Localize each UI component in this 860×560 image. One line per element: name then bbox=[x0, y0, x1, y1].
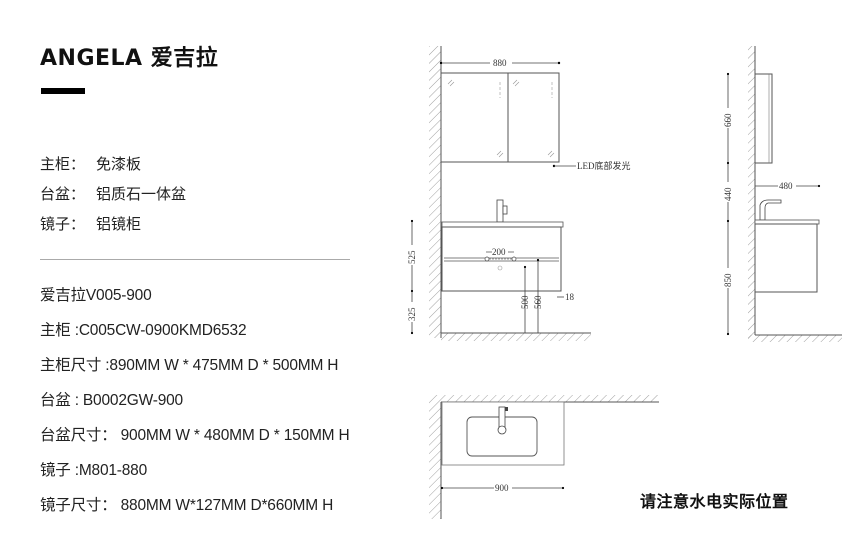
dim-525: 525 bbox=[407, 250, 417, 264]
dim-mirror-width: 880 bbox=[493, 58, 507, 68]
info-mirror-code: 镜子 :M801-880 bbox=[40, 462, 148, 479]
material-row-cabinet: 主柜： 免漆板 bbox=[40, 153, 141, 174]
dim-440: 440 bbox=[723, 187, 733, 201]
material-value: 铝质石一体盆 bbox=[96, 185, 187, 203]
dim-660: 660 bbox=[723, 113, 733, 127]
material-label: 主柜： bbox=[40, 155, 86, 173]
dim-500: 500 bbox=[520, 295, 530, 309]
dim-drain-spacing: 200 bbox=[492, 247, 506, 257]
dim-18: 18 bbox=[565, 292, 575, 302]
info-cabinet-code: 主柜 :C005CW-0900KMD6532 bbox=[40, 322, 247, 339]
brand-title: ANGELA 爱吉拉 bbox=[40, 46, 219, 71]
dim-560: 560 bbox=[533, 295, 543, 309]
info-basin-size: 台盆尺寸： 900MM W * 480MM D * 150MM H bbox=[40, 427, 350, 444]
material-row-basin: 台盆： 铝质石一体盆 bbox=[40, 183, 186, 204]
section-divider bbox=[40, 259, 350, 260]
top-plan: 900 bbox=[429, 395, 659, 519]
material-value: 免漆板 bbox=[96, 155, 142, 173]
info-mirror-size: 镜子尺寸： 880MM W*127MM D*660MM H bbox=[40, 497, 334, 514]
led-note: LED底部发光 bbox=[577, 160, 631, 171]
side-elevation: 480 660 440 850 bbox=[722, 46, 842, 342]
material-label: 台盆： bbox=[40, 185, 86, 203]
material-label: 镜子： bbox=[40, 215, 86, 233]
material-row-mirror: 镜子： 铝镜柜 bbox=[40, 213, 141, 234]
installation-notice: 请注意水电实际位置 bbox=[640, 492, 789, 511]
brand-underline bbox=[41, 88, 85, 94]
info-basin-code: 台盆 : B0002GW-900 bbox=[40, 392, 183, 409]
info-model: 爱吉拉V005-900 bbox=[40, 287, 152, 304]
dim-depth: 480 bbox=[779, 181, 793, 191]
dim-325: 325 bbox=[407, 307, 417, 321]
info-cabinet-size: 主柜尺寸 :890MM W * 475MM D * 500MM H bbox=[40, 357, 339, 374]
front-elevation: 880 LED底部发光 200 500 bbox=[406, 46, 631, 341]
dim-850: 850 bbox=[723, 273, 733, 287]
dim-top-width: 900 bbox=[495, 483, 509, 493]
material-value: 铝镜柜 bbox=[96, 215, 142, 233]
